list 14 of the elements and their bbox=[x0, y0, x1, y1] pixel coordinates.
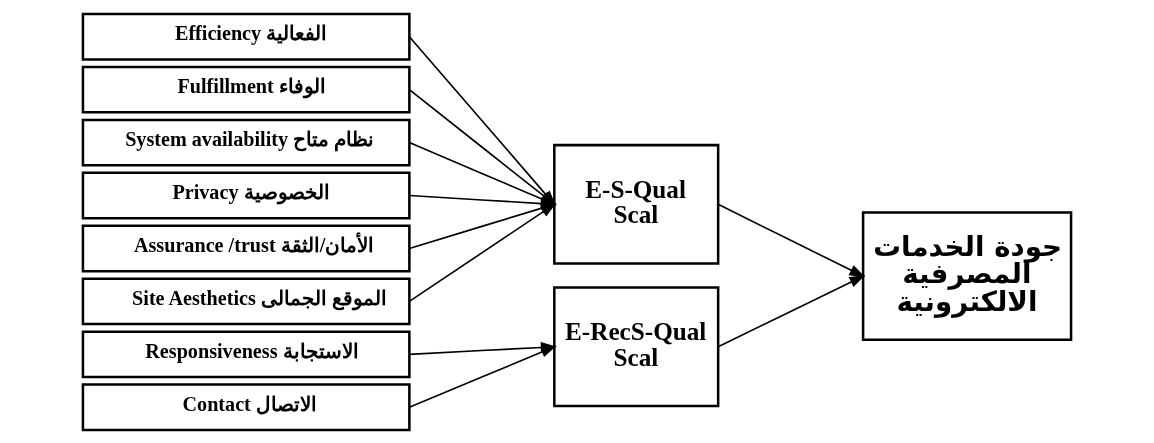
node-box: Contact الاتصال bbox=[81, 382, 411, 431]
node-box: Site Aesthetics الموقع الجمالى bbox=[81, 276, 411, 325]
node-box: E-RecS-Qual Scal bbox=[553, 285, 720, 407]
node-box: Fulfillment الوفاء bbox=[81, 65, 411, 114]
arrow bbox=[717, 274, 866, 348]
arrow bbox=[408, 345, 557, 408]
node-box: E-S-Qual Scal bbox=[553, 143, 720, 265]
node-box: جودة الخدمات المصرفية الالكترونية bbox=[861, 210, 1073, 341]
arrow bbox=[717, 203, 866, 277]
node-box: System availability نظام متاح bbox=[81, 118, 411, 167]
node-box: Efficiency الفعالية bbox=[81, 12, 411, 61]
node-box: Responsiveness الاستجابة bbox=[81, 329, 411, 378]
node-box: Assurance /trust الأمان/الثقة bbox=[81, 224, 411, 272]
node-box: Privacy الخصوصية bbox=[81, 171, 411, 219]
